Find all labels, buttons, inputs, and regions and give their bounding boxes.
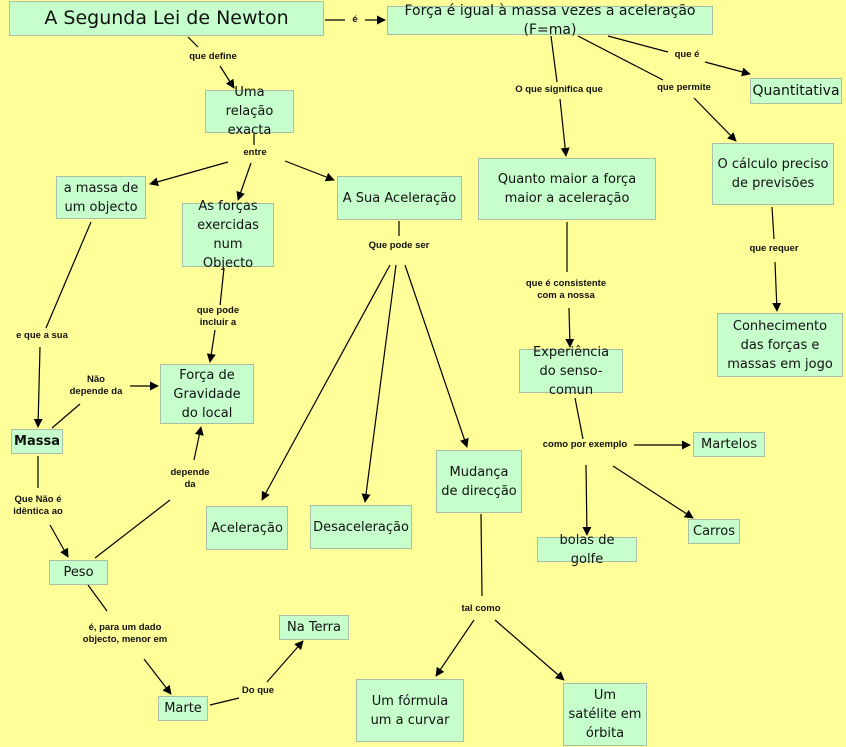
edge-quee-quant <box>704 61 751 77</box>
edge-define-relacao <box>219 65 235 89</box>
node-forcas-exercidas[interactable]: As forças exercidas num Objecto <box>182 199 274 271</box>
edge-podeser-aceleracao <box>261 264 391 501</box>
link-que-pode-incluir: que pode incluir a <box>194 305 242 329</box>
edge-talcomo-formula <box>435 619 475 677</box>
edge-peso-menor <box>87 584 108 612</box>
node-formula-curvar[interactable]: Um fórmula um a curvar <box>356 679 464 742</box>
edge-peso-depende <box>94 499 171 559</box>
link-como-por-exemplo: como por exemplo <box>540 439 630 451</box>
node-massa-objecto[interactable]: a massa de um objecto <box>56 176 146 219</box>
edge-incluir-gravidade <box>206 329 216 363</box>
node-forca-igual[interactable]: Força é igual à massa vezes a aceleração… <box>387 3 713 38</box>
node-forca-gravidade[interactable]: Força de Gravidade do local <box>160 364 254 424</box>
link-do-que: Do que <box>239 685 277 697</box>
edge-massa-naodepende <box>51 403 81 429</box>
edge-menor-marte <box>143 658 172 695</box>
edge-massaobj-equesua <box>45 221 92 329</box>
link-menor-em: é, para um dado objecto, menor em <box>80 622 170 646</box>
link-entre: entre <box>241 147 269 159</box>
link-nao-depende: Não depende da <box>67 374 125 398</box>
edge-podeser-mudanca <box>404 264 469 448</box>
node-quanto-maior[interactable]: Quanto maior a força maior a aceleração <box>478 158 656 220</box>
edge-depende-grav <box>193 426 204 461</box>
node-aceleracao[interactable]: Aceleração <box>206 506 288 550</box>
edge-mudanca-talcomo <box>480 513 483 597</box>
node-conhecimento[interactable]: Conhecimento das forças e massas em jogo <box>717 313 843 377</box>
edge-equesua-massa <box>33 346 43 428</box>
edge-entre-acel <box>284 160 335 182</box>
edge-forca-significa <box>550 35 558 83</box>
link-que-define: que define <box>187 51 239 63</box>
node-massa[interactable]: Massa <box>11 429 63 454</box>
link-que-e-consistente: que é consistente com a nossa <box>523 278 609 302</box>
link-depende-da: depende da <box>168 467 212 491</box>
edge-permite-calculo <box>693 97 737 142</box>
node-segunda-lei[interactable]: A Segunda Lei de Newton <box>9 1 324 36</box>
node-mudanca-direccao[interactable]: Mudança de direcção <box>436 450 522 513</box>
link-que-requer: que requer <box>747 243 801 255</box>
link-que-pode-ser: Que pode ser <box>366 240 432 252</box>
edge-talcomo-satelite <box>494 619 565 681</box>
link-que-e: que é <box>672 49 702 61</box>
node-martelos[interactable]: Martelos <box>693 432 765 457</box>
edge-entre-forcas <box>236 162 252 201</box>
edge-significa-quanto <box>559 98 570 157</box>
node-experiencia[interactable]: Experiência do senso-comun <box>519 345 623 398</box>
edge-requer-conhec <box>772 261 782 312</box>
edge-forca-quee <box>607 35 669 53</box>
node-relacao-exacta[interactable]: Uma relação exacta <box>205 85 294 138</box>
edge-exp-exemplo <box>574 397 584 440</box>
edge-marte-doque <box>209 697 240 706</box>
edge-lei-define <box>187 36 199 48</box>
edge-forca-permite <box>577 35 664 81</box>
link-e-que-a-sua: e que a sua <box>14 330 70 342</box>
edge-naoidentica-peso <box>49 524 69 558</box>
node-sua-aceleracao[interactable]: A Sua Aceleração <box>337 176 462 220</box>
node-carros[interactable]: Carros <box>688 519 740 544</box>
edge-consistente-exp <box>565 307 575 348</box>
node-bolas-golfe[interactable]: bolas de golfe <box>537 533 637 567</box>
edge-podeser-desacel <box>361 264 397 503</box>
node-calculo-preciso[interactable]: O cálculo preciso de previsões <box>712 143 834 205</box>
node-desaceleracao[interactable]: Desaceleração <box>310 505 412 549</box>
edge-forcas-incluir <box>219 267 225 307</box>
node-satelite[interactable]: Um satélite em órbita <box>563 683 647 746</box>
node-na-terra[interactable]: Na Terra <box>279 615 349 640</box>
link-e: é <box>350 14 360 26</box>
node-peso[interactable]: Peso <box>49 560 108 585</box>
edge-doque-terra <box>266 640 304 683</box>
node-quantitativa[interactable]: Quantitativa <box>750 78 842 104</box>
edge-entre-massa <box>149 161 229 187</box>
link-que-nao-identica: Que Não é idêntica ao <box>11 494 65 518</box>
edge-exemplo-bolas <box>582 464 592 536</box>
node-marte[interactable]: Marte <box>158 696 208 721</box>
edge-calculo-requer <box>771 206 775 240</box>
edge-exemplo-carros <box>612 465 694 519</box>
link-que-permite: que permite <box>655 82 713 94</box>
link-o-que-significa: O que significa que <box>513 84 605 96</box>
link-tal-como: tal como <box>459 603 503 615</box>
